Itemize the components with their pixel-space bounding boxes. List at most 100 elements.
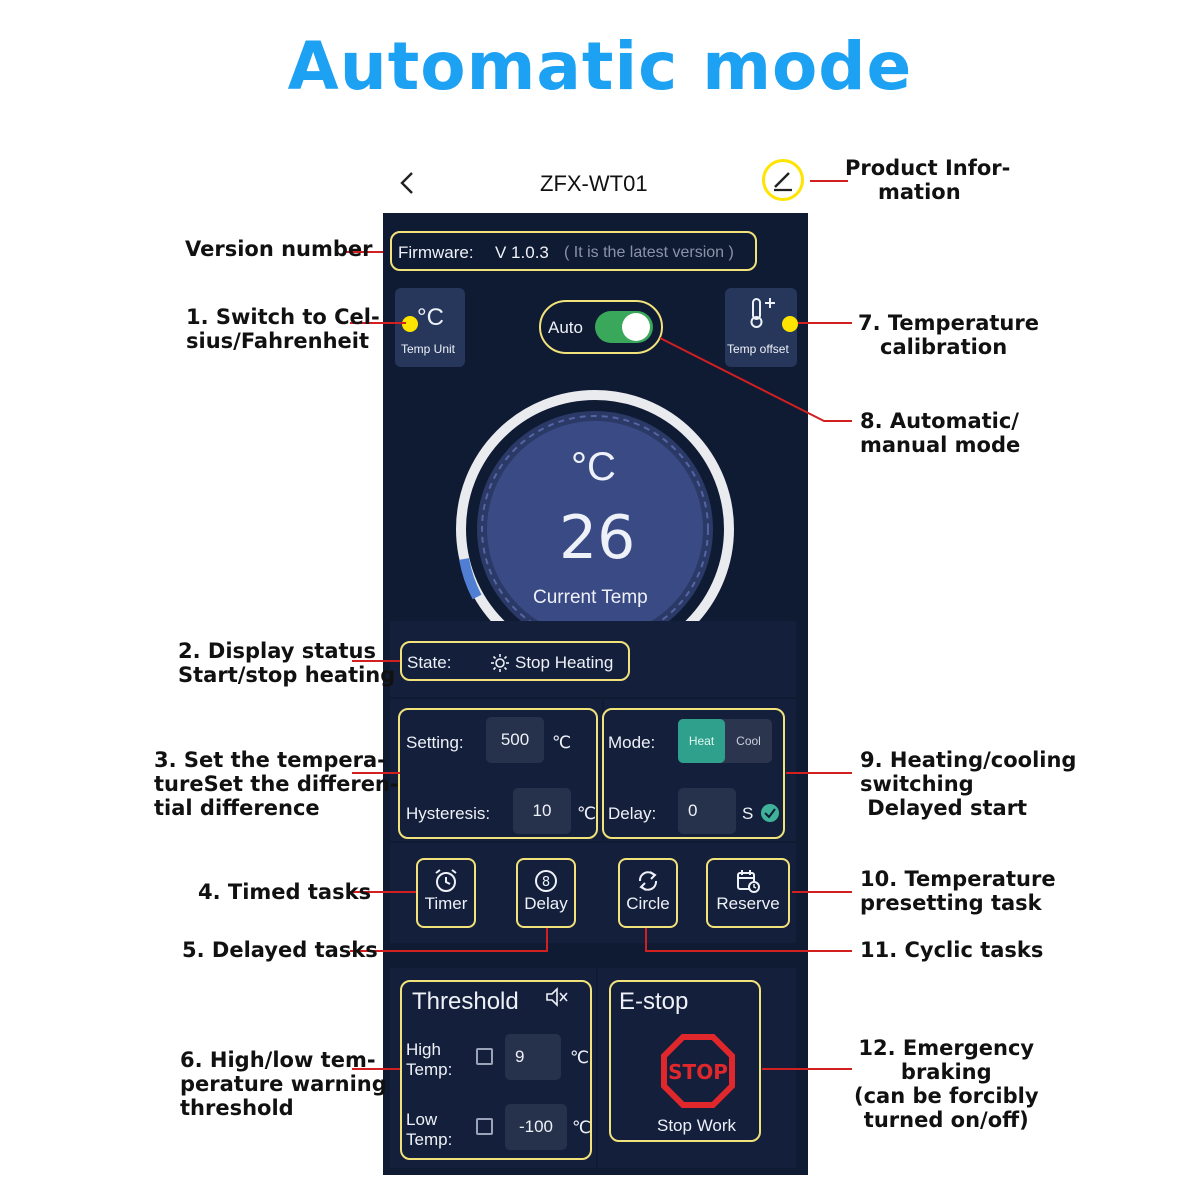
annotation-switch-unit: 1. Switch to Cel-sius/Fahrenheit — [186, 305, 380, 353]
low-temp-input[interactable]: -100 — [505, 1104, 567, 1150]
leader-line — [346, 251, 383, 253]
firmware-version: V 1.0.3 — [495, 243, 549, 262]
annotation-auto-manual: 8. Automatic/manual mode — [860, 409, 1021, 457]
timer-button[interactable]: Timer — [416, 858, 476, 928]
stop-sign-text: STOP — [668, 1060, 728, 1084]
current-temp-value: 26 — [559, 503, 636, 573]
firmware-label: Firmware: — [398, 243, 474, 262]
low-temp-checkbox[interactable] — [476, 1118, 493, 1135]
thermometer-plus-icon — [750, 298, 775, 328]
temp-offset-label: Temp offset — [727, 342, 789, 356]
edit-button[interactable] — [762, 159, 804, 201]
stop-sign-icon: STOP — [661, 1034, 735, 1108]
hysteresis-label: Hysteresis: — [406, 804, 491, 823]
temp-unit-button[interactable]: °C Temp Unit — [395, 288, 465, 367]
setting-input[interactable]: 500 — [486, 717, 544, 763]
delay-label: Delay: — [608, 804, 657, 823]
leader-line — [352, 1068, 400, 1070]
leader-line — [786, 772, 852, 774]
leader-line — [645, 928, 647, 952]
temperature-gauge — [456, 390, 734, 621]
leader-line — [798, 322, 852, 324]
current-temp-label: Current Temp — [533, 587, 648, 608]
auto-switch[interactable] — [595, 311, 653, 343]
mode-label: Mode: — [608, 733, 656, 752]
low-temp-label-2: Temp: — [406, 1130, 453, 1149]
marker-dot-temp-unit — [402, 316, 418, 332]
low-temp-label-1: Low — [406, 1110, 438, 1129]
annotation-timed-tasks: 4. Timed tasks — [198, 880, 372, 904]
page-title: Automatic mode — [287, 28, 913, 105]
speaker-mute-icon[interactable] — [544, 986, 570, 1008]
check-circle-icon[interactable] — [760, 803, 780, 823]
delay-task-label: Delay — [524, 894, 568, 913]
cycle-arrows-icon — [638, 871, 658, 891]
pencil-icon — [774, 172, 792, 192]
calendar-clock-icon — [737, 870, 760, 893]
circle-label: Circle — [626, 894, 670, 913]
reserve-label: Reserve — [716, 894, 780, 913]
setting-unit: ℃ — [552, 733, 572, 752]
annotation-set-temperature: 3. Set the tempera-tureSet the differen-… — [154, 748, 399, 820]
high-temp-input[interactable]: 9 — [505, 1034, 561, 1080]
high-temp-checkbox[interactable] — [476, 1048, 493, 1065]
back-chevron-icon[interactable] — [396, 170, 418, 196]
annotation-cyclic-tasks: 11. Cyclic tasks — [860, 938, 1044, 962]
mode-box: Mode: Heat Cool Delay: 0 S — [602, 708, 785, 839]
annotation-delayed-tasks: 5. Delayed tasks — [182, 938, 378, 962]
setting-box: Setting: 500 ℃ Hysteresis: 10 ℃ — [398, 708, 598, 839]
leader-line-auto — [659, 337, 852, 422]
leader-line — [352, 660, 400, 662]
firmware-note: ( It is the latest version ) — [564, 244, 734, 261]
state-value: Stop Heating — [515, 653, 614, 672]
leader-line — [350, 322, 406, 324]
timer-label: Timer — [424, 894, 468, 913]
estop-box[interactable]: E-stop STOP Stop Work — [609, 980, 761, 1142]
leader-line — [645, 950, 852, 952]
svg-text:8: 8 — [542, 875, 550, 890]
setting-label: Setting: — [406, 733, 464, 752]
delay-button[interactable]: 8 Delay — [516, 858, 576, 928]
high-temp-label-1: High — [406, 1040, 441, 1059]
alarm-clock-icon — [435, 869, 457, 892]
sun-icon — [491, 654, 509, 672]
annotation-product-info: Product Infor-mation — [845, 156, 1011, 204]
auto-label: Auto — [548, 318, 583, 337]
leader-line — [762, 1068, 852, 1070]
heat-option[interactable]: Heat — [678, 719, 725, 763]
annotation-version: Version number — [185, 237, 373, 261]
leader-line — [352, 772, 400, 774]
leader-line — [810, 180, 848, 182]
high-temp-unit: ℃ — [570, 1048, 590, 1067]
state-label: State: — [407, 653, 452, 672]
state-card — [390, 621, 796, 697]
high-temp-label-2: Temp: — [406, 1060, 453, 1079]
threshold-box: Threshold High Temp: 9 ℃ Low Temp: -100 … — [400, 980, 592, 1160]
reserve-button[interactable]: Reserve — [706, 858, 790, 928]
firmware-bar: Firmware: V 1.0.3 ( It is the latest ver… — [390, 231, 757, 271]
low-temp-unit: ℃ — [572, 1118, 592, 1137]
circle-button[interactable]: Circle — [618, 858, 678, 928]
stop-work-label: Stop Work — [657, 1116, 737, 1135]
device-name: ZFX-WT01 — [540, 171, 648, 196]
delay-input[interactable]: 0 — [678, 788, 736, 834]
celsius-symbol: °C — [417, 304, 444, 331]
switch-knob — [622, 313, 650, 341]
hysteresis-input[interactable]: 10 — [513, 788, 571, 834]
leader-line — [350, 950, 548, 952]
delay-unit: S — [742, 804, 754, 823]
auto-toggle-container: Auto — [539, 300, 663, 354]
gauge-unit: °C — [571, 445, 616, 489]
leader-line — [350, 891, 416, 893]
leader-line — [546, 928, 548, 952]
leader-line — [792, 891, 852, 893]
cool-option[interactable]: Cool — [736, 734, 761, 748]
temp-unit-label: Temp Unit — [401, 342, 456, 356]
delay-8-icon: 8 — [535, 870, 557, 892]
